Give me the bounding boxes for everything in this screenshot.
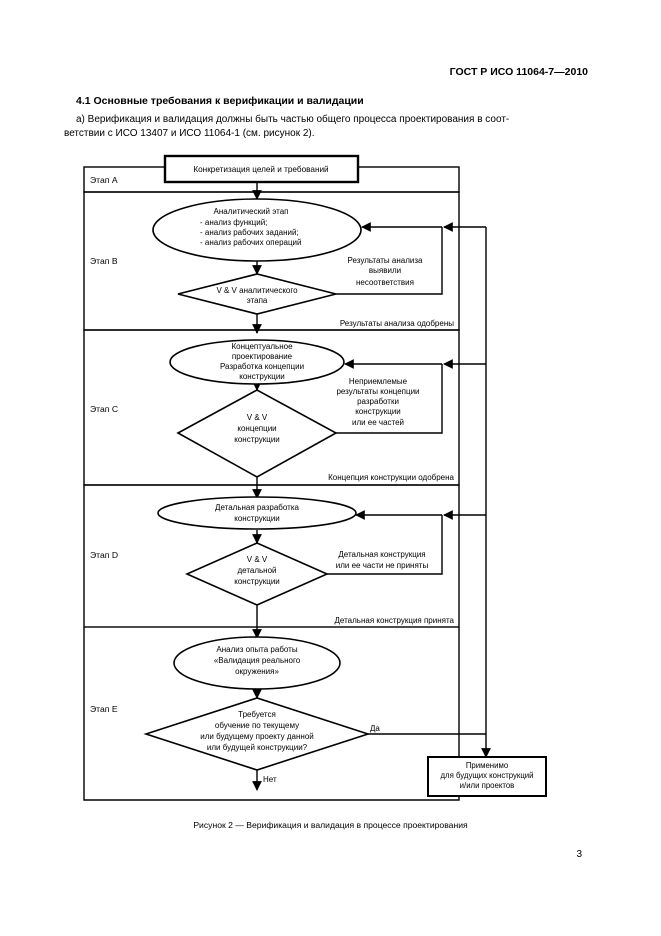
concept-approved-label: Концепция конструкции одобрена bbox=[328, 473, 454, 482]
concept-design-line: проектирование bbox=[232, 352, 293, 361]
future-designs-box bbox=[427, 756, 547, 797]
operating-experience-line: окружения» bbox=[235, 667, 279, 676]
analysis-stage-node bbox=[152, 198, 362, 262]
learning-decision-line: или будущему проекту данной bbox=[200, 732, 314, 741]
future-designs-text: Применимо для будущих конструкций и/или … bbox=[440, 761, 533, 790]
section-heading: 4.1 Основные требования к верификации и … bbox=[76, 95, 364, 107]
concept-design-line: конструкции bbox=[239, 372, 285, 381]
concept-feedback-loop bbox=[336, 359, 443, 434]
concept-feedback-text: Неприемлемые результаты концепции разраб… bbox=[336, 377, 419, 427]
stage-label-a: Этап A bbox=[90, 175, 118, 185]
learning-decision-text: Требуется обучение по текущему или будущ… bbox=[200, 710, 314, 752]
analysis-vv-line: V & V аналитического bbox=[216, 286, 298, 295]
stage-label-d: Этап D bbox=[90, 550, 118, 560]
stage-labels: Этап A Этап B Этап C Этап D Этап E bbox=[90, 175, 118, 714]
intro-paragraph: а) Верификация и валидация должны быть ч… bbox=[64, 113, 592, 141]
operating-experience-line: «Валидация реального bbox=[214, 656, 301, 665]
stage-frame bbox=[83, 166, 460, 801]
detailed-vv-line: конструкции bbox=[234, 577, 280, 586]
concept-feedback-line: результаты концепции bbox=[336, 387, 419, 396]
analysis-stage-line: - анализ рабочих операций bbox=[200, 238, 302, 247]
stage-label-c: Этап C bbox=[90, 404, 118, 414]
concept-feedback-line: конструкции bbox=[355, 407, 401, 416]
concept-vv-text: V & V концепции конструкции bbox=[234, 413, 280, 444]
concept-design-line: Разработка концепции bbox=[220, 362, 304, 371]
page-number: 3 bbox=[576, 849, 582, 860]
start-box-label: Конкретизация целей и требований bbox=[193, 165, 328, 174]
analysis-feedback-line: выявили bbox=[369, 266, 401, 275]
concept-feedback-line: или ее частей bbox=[352, 418, 404, 427]
stage-label-b: Этап B bbox=[90, 256, 118, 266]
concept-design-line: Концептуальное bbox=[231, 342, 293, 351]
analysis-stage-line: Аналитический этап bbox=[213, 207, 288, 216]
flowchart: Этап A Этап B Этап C Этап D Этап E Конкр… bbox=[83, 154, 547, 801]
yes-label: Да bbox=[370, 724, 380, 733]
detailed-design-line: конструкции bbox=[234, 514, 280, 523]
detailed-feedback-loop bbox=[327, 510, 443, 575]
analysis-stage-line: - анализ функций; bbox=[200, 218, 267, 227]
learning-decision-line: или будущей конструкции? bbox=[207, 743, 308, 752]
detailed-vv-text: V & V детальной конструкции bbox=[234, 555, 280, 586]
detailed-feedback-line: или ее части не приняты bbox=[336, 561, 429, 570]
concept-vv-line: конструкции bbox=[234, 435, 280, 444]
concept-design-text: Концептуальное проектирование Разработка… bbox=[220, 342, 304, 381]
learning-decision-line: Требуется bbox=[238, 710, 276, 719]
document-header: ГОСТ Р ИСО 11064-7—2010 bbox=[449, 66, 588, 78]
concept-vv-line: концепции bbox=[237, 424, 276, 433]
analysis-approved-label: Результаты анализа одобрены bbox=[340, 319, 454, 328]
detailed-feedback-line: Детальная конструкция bbox=[338, 550, 425, 559]
concept-feedback-line: Неприемлемые bbox=[349, 377, 408, 386]
learning-decision-line: обучение по текущему bbox=[215, 721, 299, 730]
concept-design-node bbox=[169, 339, 345, 385]
concept-vv-decision bbox=[176, 389, 338, 478]
yes-return-loop bbox=[368, 222, 491, 758]
future-designs-line: и/или проектов bbox=[460, 781, 515, 790]
analysis-feedback-line: несоответствия bbox=[356, 278, 414, 287]
analysis-feedback-loop bbox=[336, 222, 443, 295]
detailed-approved-label: Детальная конструкция принята bbox=[335, 616, 455, 625]
detailed-design-node bbox=[157, 496, 357, 530]
start-box bbox=[163, 154, 360, 184]
detailed-design-line: Детальная разработка bbox=[215, 503, 299, 512]
operating-experience-line: Анализ опыта работы bbox=[216, 645, 297, 654]
future-designs-line: для будущих конструкций bbox=[440, 771, 533, 780]
analysis-feedback-text: Результаты анализа выявили несоответстви… bbox=[348, 256, 423, 287]
analysis-stage-line: - анализ рабочих заданий; bbox=[200, 228, 299, 237]
operating-experience-node bbox=[173, 636, 341, 690]
intro-line-1: а) Верификация и валидация должны быть ч… bbox=[76, 114, 510, 125]
future-designs-line: Применимо bbox=[466, 761, 509, 770]
detailed-vv-line: детальной bbox=[237, 566, 276, 575]
operating-experience-text: Анализ опыта работы «Валидация реального… bbox=[214, 645, 301, 676]
concept-feedback-line: разработки bbox=[357, 397, 399, 406]
no-label: Нет bbox=[263, 775, 277, 784]
detailed-vv-line: V & V bbox=[247, 555, 268, 564]
analysis-stage-text: Аналитический этап - анализ функций; - а… bbox=[200, 207, 302, 247]
figure-caption: Рисунок 2 — Верификация и валидация в пр… bbox=[193, 820, 468, 830]
analysis-feedback-line: Результаты анализа bbox=[348, 256, 423, 265]
analysis-vv-line: этапа bbox=[247, 296, 268, 305]
concept-vv-line: V & V bbox=[247, 413, 268, 422]
intro-line-2: ветствии с ИСО 13407 и ИСО 11064-1 (см. … bbox=[64, 128, 315, 139]
stage-label-e: Этап E bbox=[90, 704, 118, 714]
